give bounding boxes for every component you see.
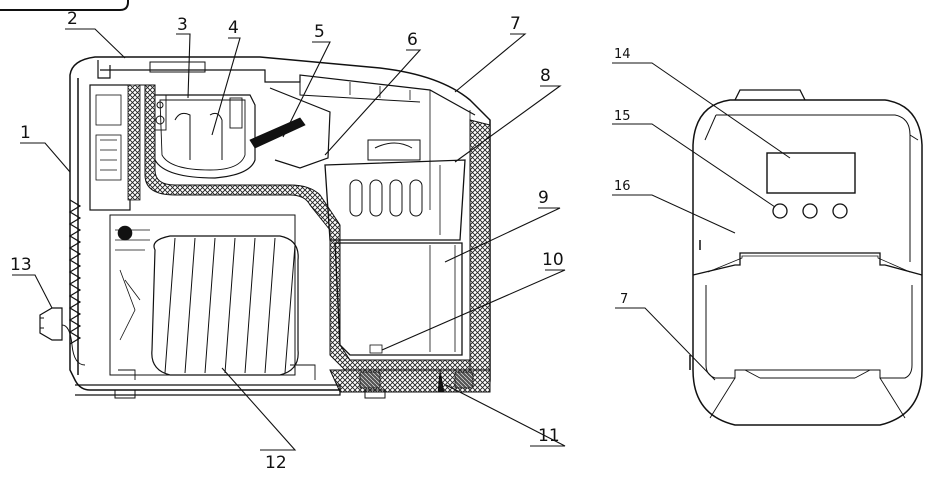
front-body xyxy=(692,99,923,426)
lid-split xyxy=(692,252,923,276)
base-plate xyxy=(75,384,341,396)
callout-7: 7 xyxy=(510,14,521,34)
callout-7-front: 7 xyxy=(620,292,628,307)
callout-13: 13 xyxy=(10,255,32,275)
section-leaders xyxy=(12,28,566,451)
front-labels: 14 15 16 7 xyxy=(614,47,631,307)
front-view xyxy=(689,89,923,426)
button-2 xyxy=(802,203,818,219)
button-1 xyxy=(772,203,788,219)
ice-chute xyxy=(269,87,331,169)
callout-4: 4 xyxy=(228,18,239,38)
front-leaders xyxy=(612,62,791,381)
callout-6: 6 xyxy=(407,30,418,50)
condenser xyxy=(109,214,296,376)
callout-1: 1 xyxy=(20,123,31,143)
callout-3: 3 xyxy=(177,15,188,35)
callout-8: 8 xyxy=(540,66,551,86)
callout-5: 5 xyxy=(314,22,325,42)
frame-corner xyxy=(0,0,129,11)
top-handle xyxy=(734,89,806,101)
callout-2: 2 xyxy=(67,9,78,29)
insulation-upper xyxy=(135,84,481,371)
ice-arm xyxy=(249,117,306,149)
callout-15: 15 xyxy=(614,109,631,124)
housing-outline xyxy=(69,56,491,391)
callout-16: 16 xyxy=(614,179,631,194)
insulation-right xyxy=(469,119,491,381)
water-tank xyxy=(334,242,463,356)
callout-12: 12 xyxy=(265,453,287,473)
lcd-display xyxy=(766,152,856,194)
callout-14: 14 xyxy=(614,47,631,62)
compressor xyxy=(151,235,299,376)
callout-11: 11 xyxy=(538,426,560,446)
section-labels: 1 2 3 4 5 6 7 8 9 10 11 12 13 xyxy=(10,9,564,473)
button-3 xyxy=(832,203,848,219)
top-lid xyxy=(100,69,476,116)
callout-10: 10 xyxy=(542,250,564,270)
ice-tray xyxy=(149,94,256,179)
insulation-left xyxy=(127,84,141,201)
side-vents xyxy=(68,199,82,345)
ice-basket xyxy=(324,159,466,241)
callout-9: 9 xyxy=(538,188,549,208)
section-view xyxy=(39,56,491,399)
